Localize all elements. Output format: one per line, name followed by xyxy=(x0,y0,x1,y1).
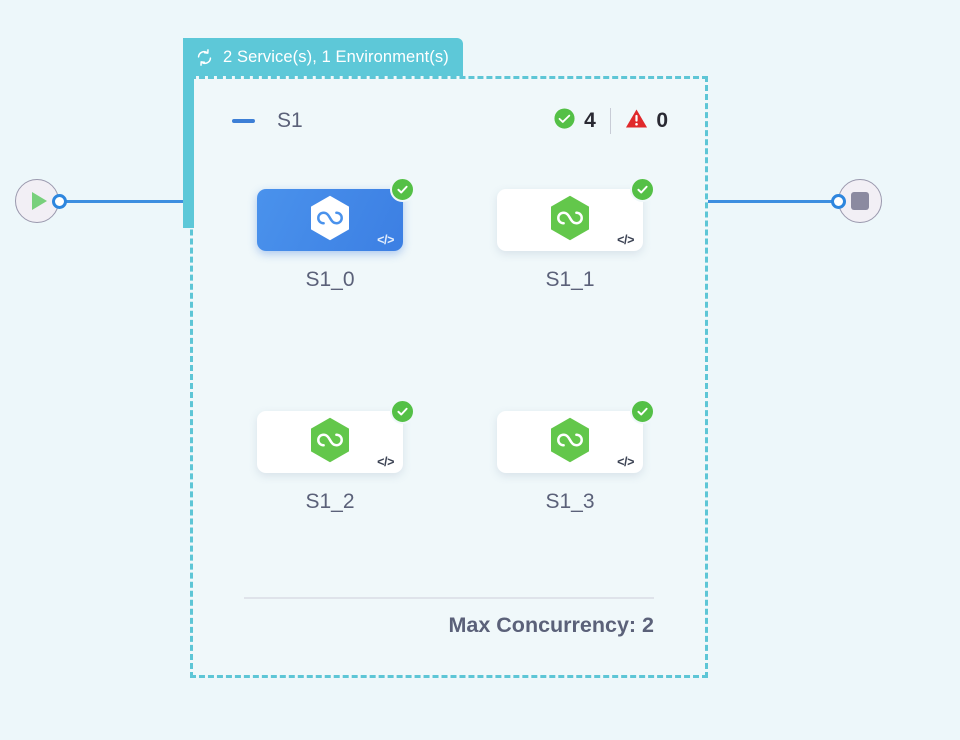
task-label: S1_0 xyxy=(305,268,355,291)
start-node[interactable] xyxy=(15,179,59,223)
check-circle-icon xyxy=(390,177,415,202)
success-count: 4 xyxy=(584,109,596,132)
stage-name-label: S1 xyxy=(277,109,303,132)
minus-icon[interactable] xyxy=(232,119,255,123)
group-panel-left-strip xyxy=(183,38,194,228)
warning-triangle-icon xyxy=(625,107,648,136)
start-node-output-port[interactable] xyxy=(52,194,67,209)
success-stat: 4 xyxy=(553,107,596,136)
hexagon-infinity-icon xyxy=(548,194,592,247)
loop-refresh-icon xyxy=(195,48,214,67)
stop-icon xyxy=(851,192,869,210)
task-card[interactable]: </> xyxy=(497,177,655,251)
check-circle-icon xyxy=(630,399,655,424)
warning-stat: 0 xyxy=(625,107,668,136)
task-node-s1-2[interactable]: </> S1_2 xyxy=(257,399,415,514)
task-node-s1-3[interactable]: </> S1_3 xyxy=(497,399,655,514)
code-glyph: </> xyxy=(377,455,394,469)
hexagon-infinity-icon xyxy=(308,416,352,469)
task-node-s1-0[interactable]: </> S1_0 xyxy=(257,177,415,292)
hexagon-infinity-icon xyxy=(548,416,592,469)
group-header-label: 2 Service(s), 1 Environment(s) xyxy=(223,47,449,66)
task-node-s1-1[interactable]: </> S1_1 xyxy=(497,177,655,292)
max-concurrency-label: Max Concurrency: 2 xyxy=(448,613,654,637)
panel-divider xyxy=(244,597,654,599)
stage-status-counts: 4 0 xyxy=(553,107,668,136)
task-label: S1_3 xyxy=(545,490,595,513)
warning-count: 0 xyxy=(656,109,668,132)
task-card[interactable]: </> xyxy=(257,177,415,251)
stat-divider xyxy=(609,108,612,134)
check-circle-icon xyxy=(390,399,415,424)
play-icon xyxy=(31,192,47,210)
connector-wire-start xyxy=(64,200,190,204)
task-card[interactable]: </> xyxy=(257,399,415,473)
service-group-panel xyxy=(190,76,708,678)
hexagon-infinity-icon xyxy=(308,194,352,247)
code-glyph: </> xyxy=(617,233,634,247)
check-circle-icon xyxy=(630,177,655,202)
task-label: S1_2 xyxy=(305,490,355,513)
stage-header-row: S1 4 0 xyxy=(232,105,668,137)
code-glyph: </> xyxy=(617,455,634,469)
check-circle-icon xyxy=(553,107,576,136)
group-header[interactable]: 2 Service(s), 1 Environment(s) xyxy=(183,38,463,76)
connector-wire-end xyxy=(708,200,835,204)
end-node-input-port[interactable] xyxy=(831,194,846,209)
code-glyph: </> xyxy=(377,233,394,247)
task-label: S1_1 xyxy=(545,268,595,291)
task-card[interactable]: </> xyxy=(497,399,655,473)
